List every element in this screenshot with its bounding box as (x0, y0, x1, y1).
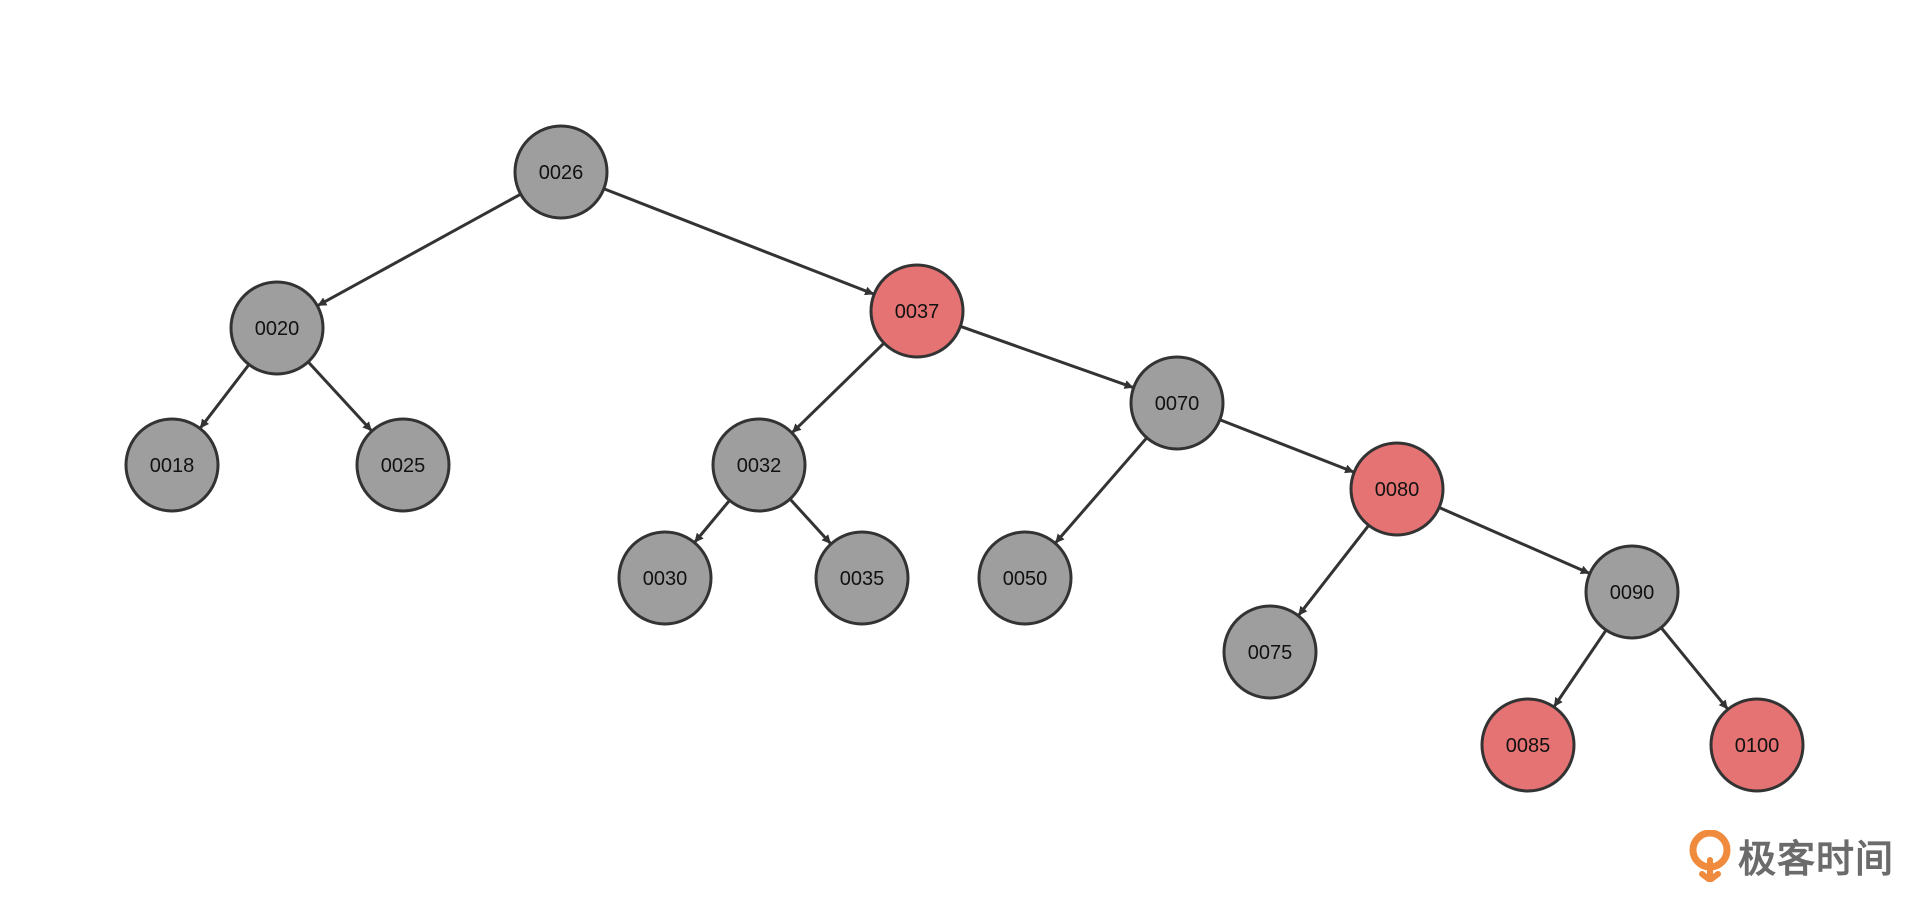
node-label-0030: 0030 (643, 568, 688, 590)
node-circle-0026 (513, 124, 609, 220)
node-circle-0025 (355, 417, 451, 513)
node-circle-0018 (124, 417, 220, 513)
node-circle-0020 (229, 280, 325, 376)
node-label-0020: 0020 (255, 318, 300, 340)
tree-node-0100: 0100 (1709, 697, 1805, 793)
tree-node-0080: 0080 (1349, 441, 1445, 537)
node-label-0080: 0080 (1375, 479, 1420, 501)
node-circle-0100 (1709, 697, 1805, 793)
tree-node-0037: 0037 (869, 263, 965, 359)
edge-0070-0080 (1219, 418, 1355, 474)
tree-node-0018: 0018 (124, 417, 220, 513)
tree-node-0070: 0070 (1129, 355, 1225, 451)
node-label-0025: 0025 (381, 455, 426, 477)
tree-node-0020: 0020 (229, 280, 325, 376)
edge-0090-0085 (1553, 629, 1608, 707)
node-label-0032: 0032 (737, 455, 782, 477)
tree-node-0090: 0090 (1584, 544, 1680, 640)
node-circle-0090 (1584, 544, 1680, 640)
tree-node-0075: 0075 (1222, 604, 1318, 700)
node-circle-0085 (1480, 697, 1576, 793)
node-label-0037: 0037 (895, 301, 940, 323)
node-circle-0035 (814, 530, 910, 626)
edge-0020-0025 (307, 360, 373, 432)
edge-0037-0032 (791, 342, 886, 434)
node-label-0050: 0050 (1003, 568, 1048, 590)
node-label-0018: 0018 (150, 455, 195, 477)
node-label-0085: 0085 (1506, 735, 1551, 757)
node-circle-0050 (977, 530, 1073, 626)
edge-0070-0050 (1054, 436, 1148, 544)
edge-0020-0018 (199, 363, 251, 429)
tree-node-0030: 0030 (617, 530, 713, 626)
edges-layer (199, 187, 1729, 710)
edge-0037-0070 (959, 324, 1134, 389)
edge-0080-0090 (1438, 506, 1590, 575)
tree-node-0085: 0085 (1480, 697, 1576, 793)
node-circle-0080 (1349, 441, 1445, 537)
nodes-layer: 0026 0020 0037 0018 0025 0032 0070 0030 0035 0050… (124, 124, 1805, 793)
tree-node-0025: 0025 (355, 417, 451, 513)
edge-0080-0075 (1297, 524, 1370, 616)
node-circle-0070 (1129, 355, 1225, 451)
node-label-0100: 0100 (1735, 735, 1780, 757)
edge-0026-0020 (317, 192, 522, 307)
edge-0090-0100 (1659, 626, 1729, 710)
node-circle-0037 (869, 263, 965, 359)
node-label-0026: 0026 (539, 162, 584, 184)
geektime-logo-icon (1689, 829, 1731, 882)
edge-0032-0035 (788, 497, 832, 545)
tree-node-0026: 0026 (513, 124, 609, 220)
edge-0026-0037 (603, 187, 875, 296)
tree-node-0032: 0032 (711, 417, 807, 513)
edge-0032-0030 (693, 499, 731, 543)
node-label-0035: 0035 (840, 568, 885, 590)
watermark: 极客时间 (1688, 828, 1894, 883)
tree-node-0035: 0035 (814, 530, 910, 626)
node-circle-0030 (617, 530, 713, 626)
node-label-0090: 0090 (1610, 582, 1655, 604)
node-label-0070: 0070 (1155, 393, 1200, 415)
node-circle-0075 (1222, 604, 1318, 700)
node-circle-0032 (711, 417, 807, 513)
node-label-0075: 0075 (1248, 642, 1293, 664)
tree-node-0050: 0050 (977, 530, 1073, 626)
watermark-text: 极客时间 (1737, 837, 1894, 881)
